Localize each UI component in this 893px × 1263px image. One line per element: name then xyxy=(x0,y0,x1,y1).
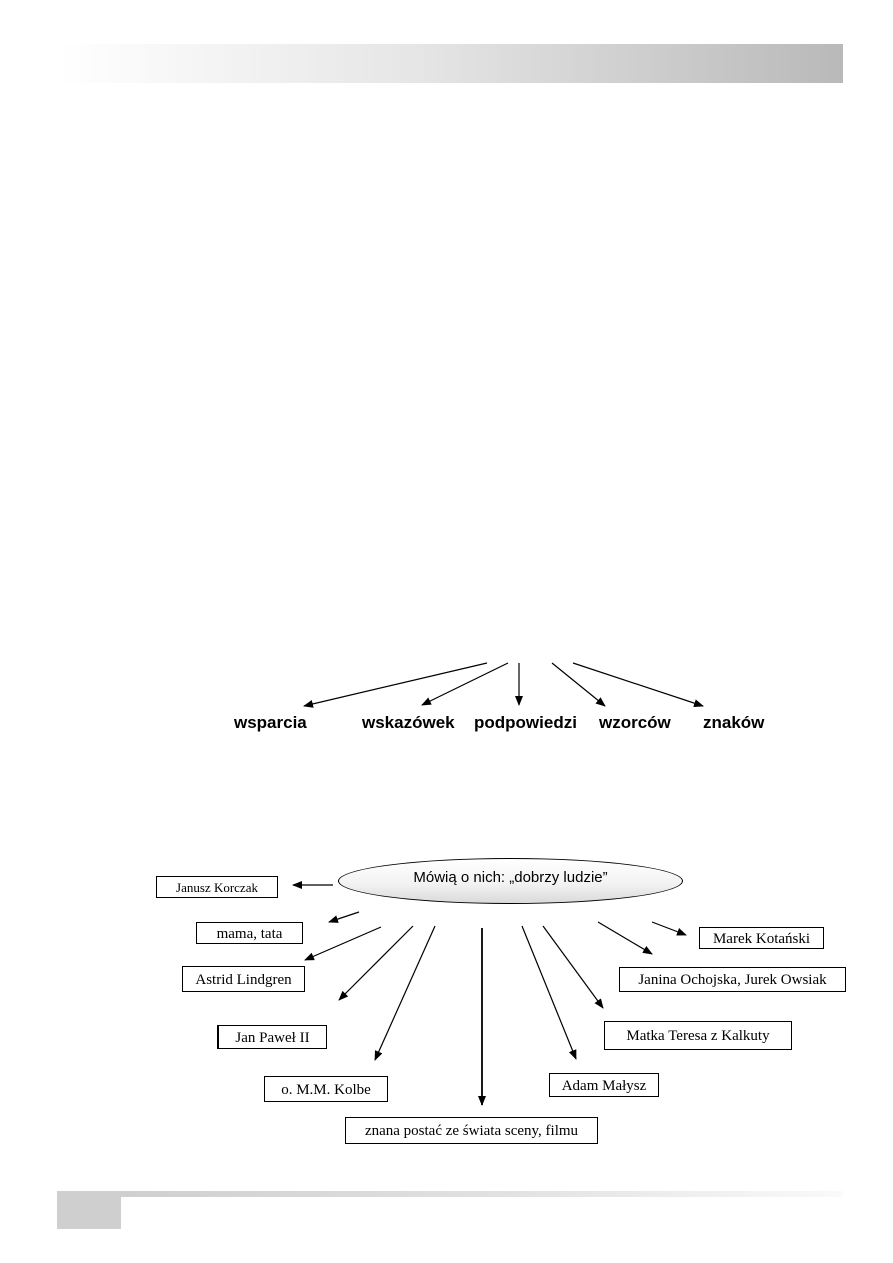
arrow-to-mama-tata xyxy=(328,911,360,923)
arrow-to-ochojska-owsiak xyxy=(597,921,653,955)
footer-line xyxy=(121,1191,843,1197)
arrow-to-kolbe xyxy=(374,925,436,1061)
arrow-to-astrid-lindgren xyxy=(304,926,382,961)
person-box-jan-pawel: Jan Paweł II xyxy=(217,1025,327,1049)
word-wskazowek: wskazówek xyxy=(362,713,455,732)
center-label: Mówią o nich: „dobrzy ludzie” xyxy=(413,868,608,886)
arrow-to-marek-kotanski xyxy=(651,921,687,936)
arrow-to-matka-teresa xyxy=(542,925,604,1009)
arrow-to-wskazowek xyxy=(421,662,509,706)
word-podpowiedzi: podpowiedzi xyxy=(474,713,577,732)
person-box-mama-tata: mama, tata xyxy=(196,922,303,944)
header-bar xyxy=(58,44,843,83)
arrow-to-wsparcia xyxy=(303,662,488,708)
footer-block xyxy=(57,1191,121,1229)
person-box-adam-malysz: Adam Małysz xyxy=(549,1073,659,1097)
person-box-znana-postac: znana postać ze świata sceny, filmu xyxy=(345,1117,598,1144)
word-wzorcow: wzorców xyxy=(599,713,671,732)
arrow-to-jan-pawel xyxy=(338,925,414,1001)
person-box-matka-teresa: Matka Teresa z Kalkuty xyxy=(604,1021,792,1050)
word-wsparcia: wsparcia xyxy=(234,713,307,732)
arrow-to-znakow xyxy=(572,662,704,707)
arrow-to-adam-malysz xyxy=(521,925,577,1060)
person-box-marek-kotanski: Marek Kotański xyxy=(699,927,824,949)
arrow-to-wzorcow xyxy=(551,662,606,707)
person-box-ochojska-owsiak: Janina Ochojska, Jurek Owsiak xyxy=(619,967,846,992)
word-znakow: znaków xyxy=(703,713,765,732)
person-box-janusz-korczak: Janusz Korczak xyxy=(156,876,278,898)
person-box-kolbe: o. M.M. Kolbe xyxy=(264,1076,388,1102)
person-box-astrid-lindgren: Astrid Lindgren xyxy=(182,966,305,992)
center-oval: Mówią o nich: „dobrzy ludzie” xyxy=(338,858,683,904)
